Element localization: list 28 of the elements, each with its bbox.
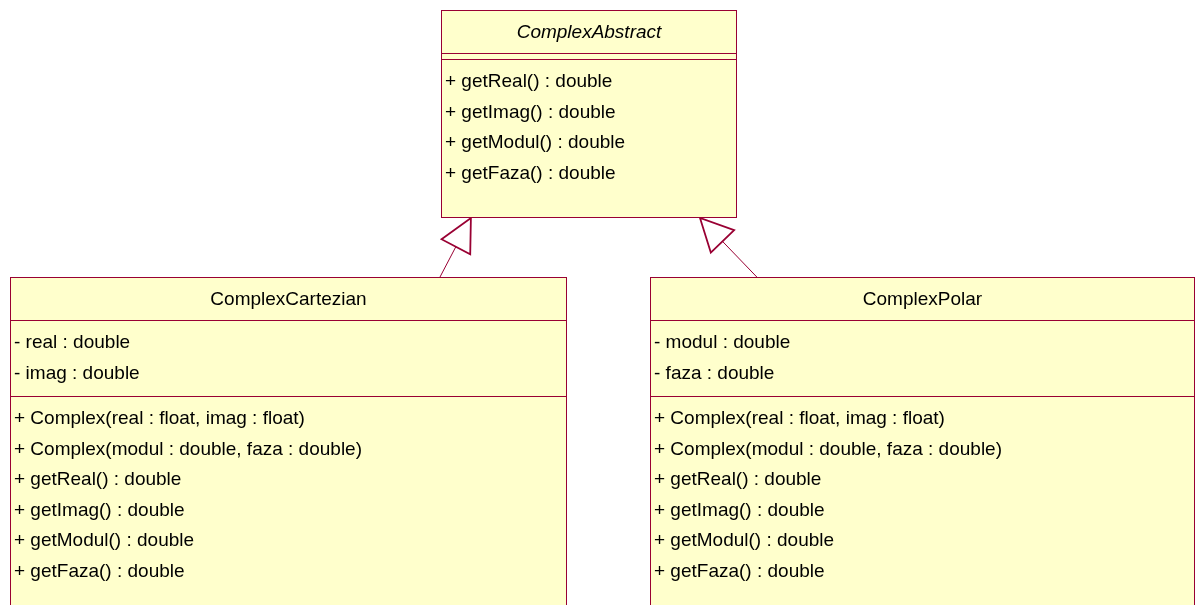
operation-text: + getModul() : double bbox=[445, 130, 626, 154]
operation-text: + getFaza() : double bbox=[14, 558, 185, 583]
inheritance-arrow bbox=[439, 217, 472, 278]
operation-text: + getModul() : double bbox=[654, 528, 835, 552]
operation-text: + getFaza() : double bbox=[654, 558, 825, 583]
class-name: ComplexAbstract bbox=[516, 21, 662, 42]
class-box bbox=[10, 277, 567, 605]
attribute-text: - faza : double bbox=[654, 360, 775, 385]
operation-text: + getFaza() : double bbox=[445, 160, 616, 185]
operation-text: + Complex(modul : double, faza : double) bbox=[14, 436, 362, 461]
inheritance-arrow bbox=[699, 217, 758, 278]
attribute-text: - real : double bbox=[14, 330, 131, 354]
operation-text: + getImag() : double bbox=[14, 497, 185, 522]
operation-text: + getReal() : double bbox=[654, 467, 822, 491]
attribute-text: - imag : double bbox=[14, 360, 140, 385]
class-name: ComplexCartezian bbox=[210, 288, 367, 309]
class-box bbox=[441, 10, 737, 218]
attribute-text: - modul : double bbox=[654, 330, 791, 354]
operation-text: + Complex(modul : double, faza : double) bbox=[654, 436, 1002, 461]
class-box bbox=[650, 277, 1195, 605]
operation-text: + getImag() : double bbox=[654, 497, 825, 522]
operation-text: + getReal() : double bbox=[445, 69, 613, 93]
operation-text: + getReal() : double bbox=[14, 467, 182, 491]
operation-text: + getModul() : double bbox=[14, 528, 195, 552]
operation-text: + Complex(real : float, imag : float) bbox=[654, 406, 945, 430]
class-name: ComplexPolar bbox=[862, 288, 983, 309]
operation-text: + getImag() : double bbox=[445, 99, 616, 124]
operation-text: + Complex(real : float, imag : float) bbox=[14, 406, 305, 430]
